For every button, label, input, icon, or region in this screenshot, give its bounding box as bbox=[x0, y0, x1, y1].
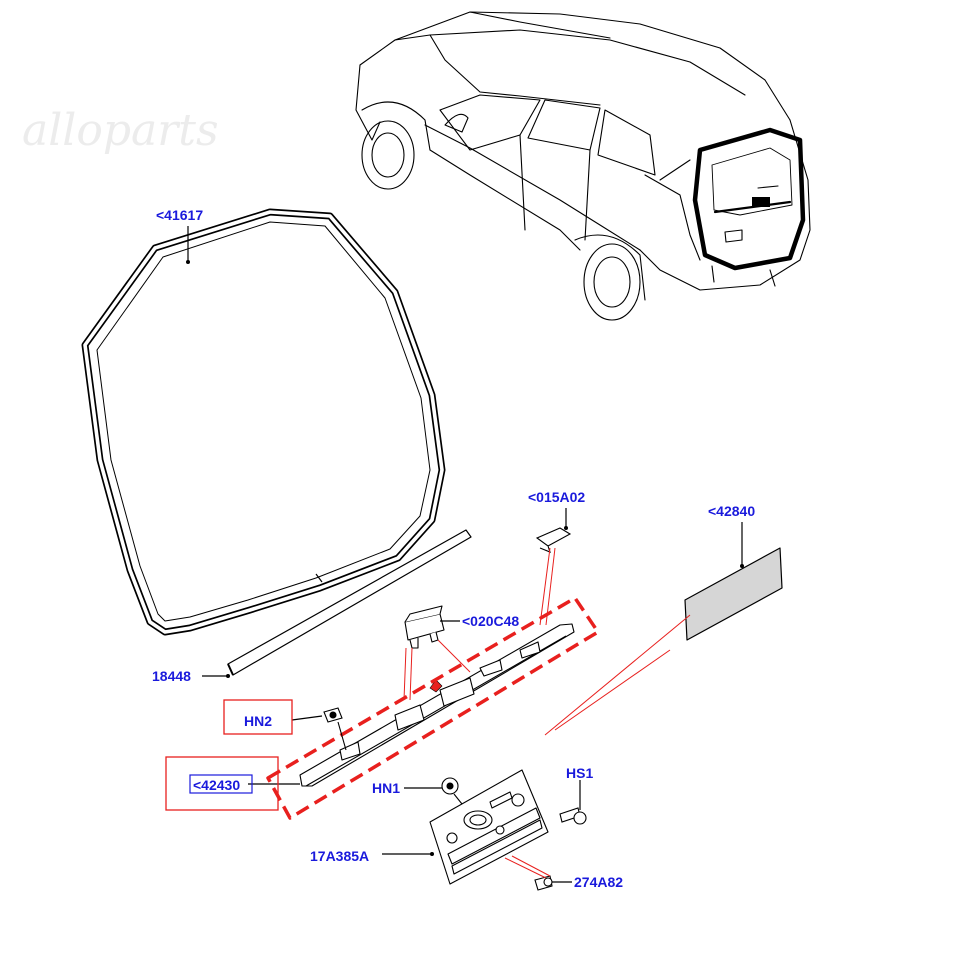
label-strip[interactable]: 18448 bbox=[152, 668, 191, 684]
label-hn2[interactable]: HN2 bbox=[244, 713, 272, 729]
panel-icon bbox=[684, 547, 783, 641]
watermark-text: alloparts bbox=[22, 105, 219, 156]
clip-callout: <015A02 bbox=[528, 489, 585, 530]
handle-box bbox=[165, 756, 279, 811]
label-hs1[interactable]: HS1 bbox=[566, 765, 593, 781]
label-gasket[interactable]: <41617 bbox=[156, 207, 203, 223]
tailgate-handle-icon bbox=[299, 623, 575, 787]
label-panel[interactable]: <42840 bbox=[708, 503, 755, 519]
label-plate[interactable]: 17A385A bbox=[310, 848, 369, 864]
pin-callout: 274A82 bbox=[504, 855, 623, 890]
hn2-callout: HN2 bbox=[244, 713, 347, 751]
hn1-callout: HN1 bbox=[372, 780, 442, 796]
label-hn1[interactable]: HN1 bbox=[372, 780, 400, 796]
license-plate-bracket-icon bbox=[429, 769, 549, 885]
handle-highlight bbox=[266, 596, 600, 820]
label-handle-box bbox=[189, 774, 253, 794]
label-switch[interactable]: <020C48 bbox=[462, 613, 519, 629]
hn2-box bbox=[223, 699, 293, 735]
hs1-callout: HS1 bbox=[566, 765, 593, 810]
plate-callout: 17A385A bbox=[310, 848, 434, 864]
label-pin[interactable]: 274A82 bbox=[574, 874, 623, 890]
switch-callout: <020C48 bbox=[440, 613, 519, 629]
hs1-screw-icon bbox=[559, 807, 587, 825]
tailgate-seal-icon bbox=[81, 208, 446, 636]
switch-icon bbox=[404, 605, 445, 649]
gasket-callout: <41617 bbox=[156, 207, 203, 264]
clip-icon bbox=[535, 527, 572, 553]
hn1-bolt-icon bbox=[441, 777, 463, 805]
hn2-nut-icon bbox=[323, 707, 343, 723]
vehicle-rear-view-icon bbox=[355, 11, 811, 321]
red-leader-lines bbox=[403, 547, 691, 736]
trim-strip-icon bbox=[227, 529, 472, 676]
handle-callout: <42430 bbox=[189, 774, 300, 794]
label-clip-top[interactable]: <015A02 bbox=[528, 489, 585, 505]
label-handle[interactable]: <42430 bbox=[193, 777, 240, 793]
panel-callout: <42840 bbox=[708, 503, 755, 568]
pin-icon bbox=[534, 875, 553, 891]
strip-callout: 18448 bbox=[152, 668, 230, 684]
